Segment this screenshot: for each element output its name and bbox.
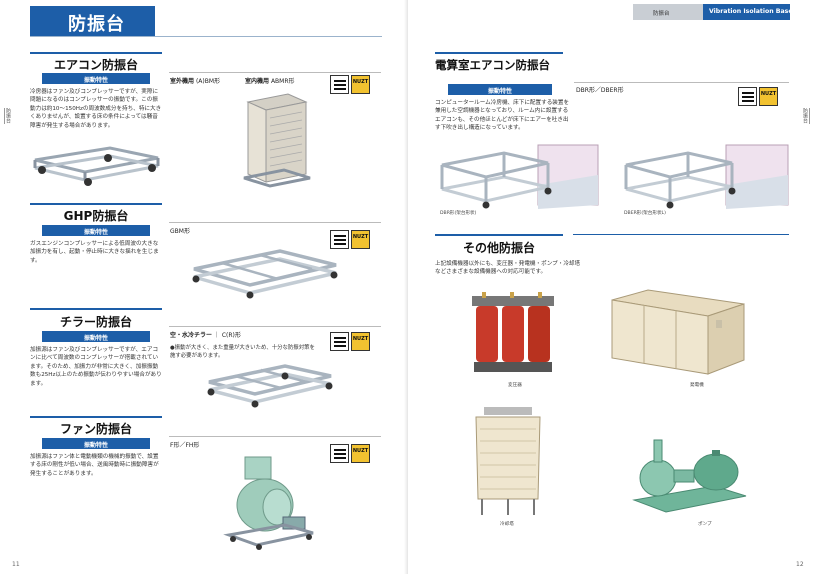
top-rule [30,36,382,37]
generator-illustration [611,289,745,375]
caption-dber: DBER形(架台形状L) [624,211,666,216]
section-description: 上記設備機器以外にも、変圧器・発電機・ポンプ・冷却塔などさまざまな設備機器への対… [435,261,581,276]
model-rule [574,82,789,83]
section-rule [30,308,162,310]
nuzt-mark-icon: NUZT [351,332,370,351]
caption-pump: ポンプ [698,522,712,527]
section-heading-ghp: GHP防振台 [63,209,129,223]
model-rule [169,222,381,223]
cooling-tower-illustration [475,407,541,515]
certification-marks: NUZT [330,230,372,250]
section-description: ガスエンジンコンプレッサーによる低周波の大きな加振力を有し、起動・停止時に大きな… [30,241,159,264]
caption-generator: 発電機 [690,383,704,388]
page-number-right: 12 [796,561,804,568]
certification-icon [330,230,349,249]
certification-icon [330,444,349,463]
nuzt-mark-icon: NUZT [351,230,370,249]
certification-marks: NUZT [330,444,372,464]
model-label-dbr: DBR形／DBER形 [576,87,624,94]
nuzt-mark-icon: NUZT [759,87,778,106]
outdoor-unit-illustration [243,93,311,188]
side-tab-right: 防振台 [802,108,810,124]
chiller-note: ●振動が大きく、また重量が大きいため、十分な防振対策を施す必要があります。 [170,345,315,359]
header-title-english: Vibration Isolation Bases [703,4,796,20]
section-description: コンピュータールーム冷房機、床下に配置する装置を兼用した空調機器となっており、ル… [435,100,570,132]
certification-marks: NUZT [738,87,780,107]
page-title: 防振台 [30,6,155,36]
section-description: 加振源はファン及びコンプレッサーですが、エアコンに比べて周波数のコンプレッサーが… [30,347,162,387]
section-description: 加振源はファン体と電動機類の機械的振動で、設置する床の剛性が低い場合、送風時動時… [30,454,159,477]
dber-base-illustration [624,144,789,209]
section-heading-aircon: エアコン防振台 [53,58,138,72]
side-tab-left: 防振台 [4,108,11,124]
model-label-ghp: GBM形 [170,228,190,235]
nuzt-mark-icon: NUZT [351,75,370,94]
caption-transformer: 変圧器 [508,383,522,388]
header-category: 防振台 [633,4,703,20]
model-label-outdoor: 室外機用 (A)BM形 [170,78,221,85]
section-rule [30,52,162,54]
vibration-badge: 振動特性 [448,84,552,95]
section-heading-computer-room: 電算室エアコン防振台 [435,58,550,72]
model-rule [169,72,381,73]
section-rule [435,234,563,236]
section-heading-chiller: チラー防振台 [59,315,132,329]
section-rule [30,416,162,418]
certification-marks: NUZT [330,332,372,352]
fan-base-illustration [223,456,314,550]
certification-icon [738,87,757,106]
section-rule [30,203,162,205]
chiller-base-illustration [207,364,333,408]
ghp-base-illustration [192,249,338,299]
section-description: 冷房器はファン及びコンプレッサーですが、実際に問題になるのはコンプレッサーの振動… [30,89,162,129]
vibration-badge: 振動特性 [42,225,150,236]
caption-cooling-tower: 冷却塔 [500,522,514,527]
aircon-base-illustration [33,146,160,186]
page-header: 防振台 Vibration Isolation Bases [633,4,796,20]
caption-dbr: DBR形(架台形状) [440,211,477,216]
vibration-badge: 振動特性 [42,438,150,449]
certification-icon [330,332,349,351]
page-number-left: 11 [12,561,20,568]
model-label-fan: F形／FH形 [170,442,200,449]
model-label-chiller: 空・水冷チラー ｜ C(R)形 [170,332,241,339]
vibration-badge: 振動特性 [42,331,150,342]
dbr-base-illustration [440,144,599,209]
section-heading-fan: ファン防振台 [59,422,132,436]
transformer-illustration [472,292,554,372]
certification-marks: NUZT [330,75,372,95]
pump-illustration [632,439,747,513]
model-label-indoor: 室内機用 ABMR形 [245,78,295,85]
right-page: 防振台 Vibration Isolation Bases 防振台 電算室エアコ… [408,0,815,574]
certification-icon [330,75,349,94]
model-rule [169,436,381,437]
vibration-badge: 振動特性 [42,73,150,84]
section-heading-other: その他防振台 [462,241,535,255]
nuzt-mark-icon: NUZT [351,444,370,463]
section-rule [435,52,563,54]
model-rule [169,326,381,327]
section-rule [573,234,789,235]
left-page: 防振台 防振台 エアコン防振台 振動特性 冷房器はファン及びコンプレッサーですが… [0,0,407,574]
